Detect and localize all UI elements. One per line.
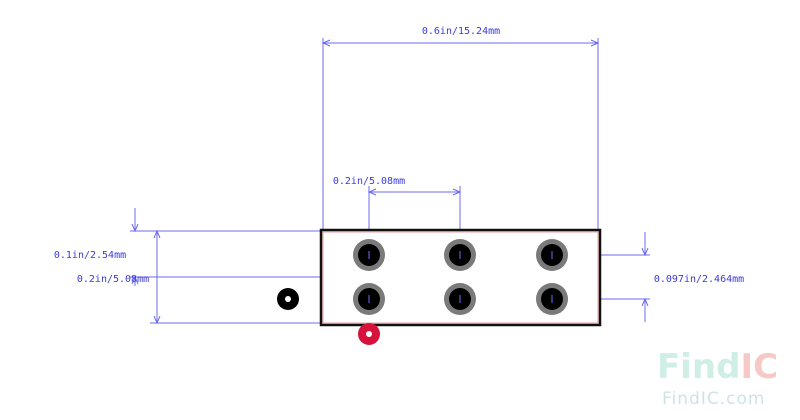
watermark-logo: FindIC FindIC.com bbox=[657, 347, 778, 409]
dim-row-left-label: 0.2in/5.08mm bbox=[77, 274, 149, 285]
dim-pin-pitch bbox=[367, 188, 462, 196]
courtyard-outline bbox=[322, 231, 599, 324]
svg-text:FindIC: FindIC bbox=[657, 347, 778, 387]
pin1-marker bbox=[358, 323, 380, 345]
dim-row-right bbox=[641, 232, 649, 322]
dim-overall-width bbox=[321, 39, 600, 47]
pad-centerlines bbox=[368, 251, 553, 303]
watermark-site-text: FindIC.com bbox=[662, 389, 765, 409]
dim-overall-width-label: 0.6in/15.24mm bbox=[422, 26, 500, 37]
dim-row-small-label: 0.1in/2.54mm bbox=[54, 250, 126, 261]
watermark-logo-ic: IC bbox=[740, 347, 778, 387]
fiducial-marker bbox=[277, 288, 299, 310]
dim-pin-pitch-label: 0.2in/5.08mm bbox=[333, 176, 405, 187]
dim-row-small bbox=[131, 208, 139, 286]
pad-array bbox=[353, 239, 568, 315]
watermark-logo-text: Find bbox=[657, 347, 740, 387]
dim-row-left bbox=[153, 229, 161, 325]
dim-row-right-label: 0.097in/2.464mm bbox=[654, 274, 744, 285]
